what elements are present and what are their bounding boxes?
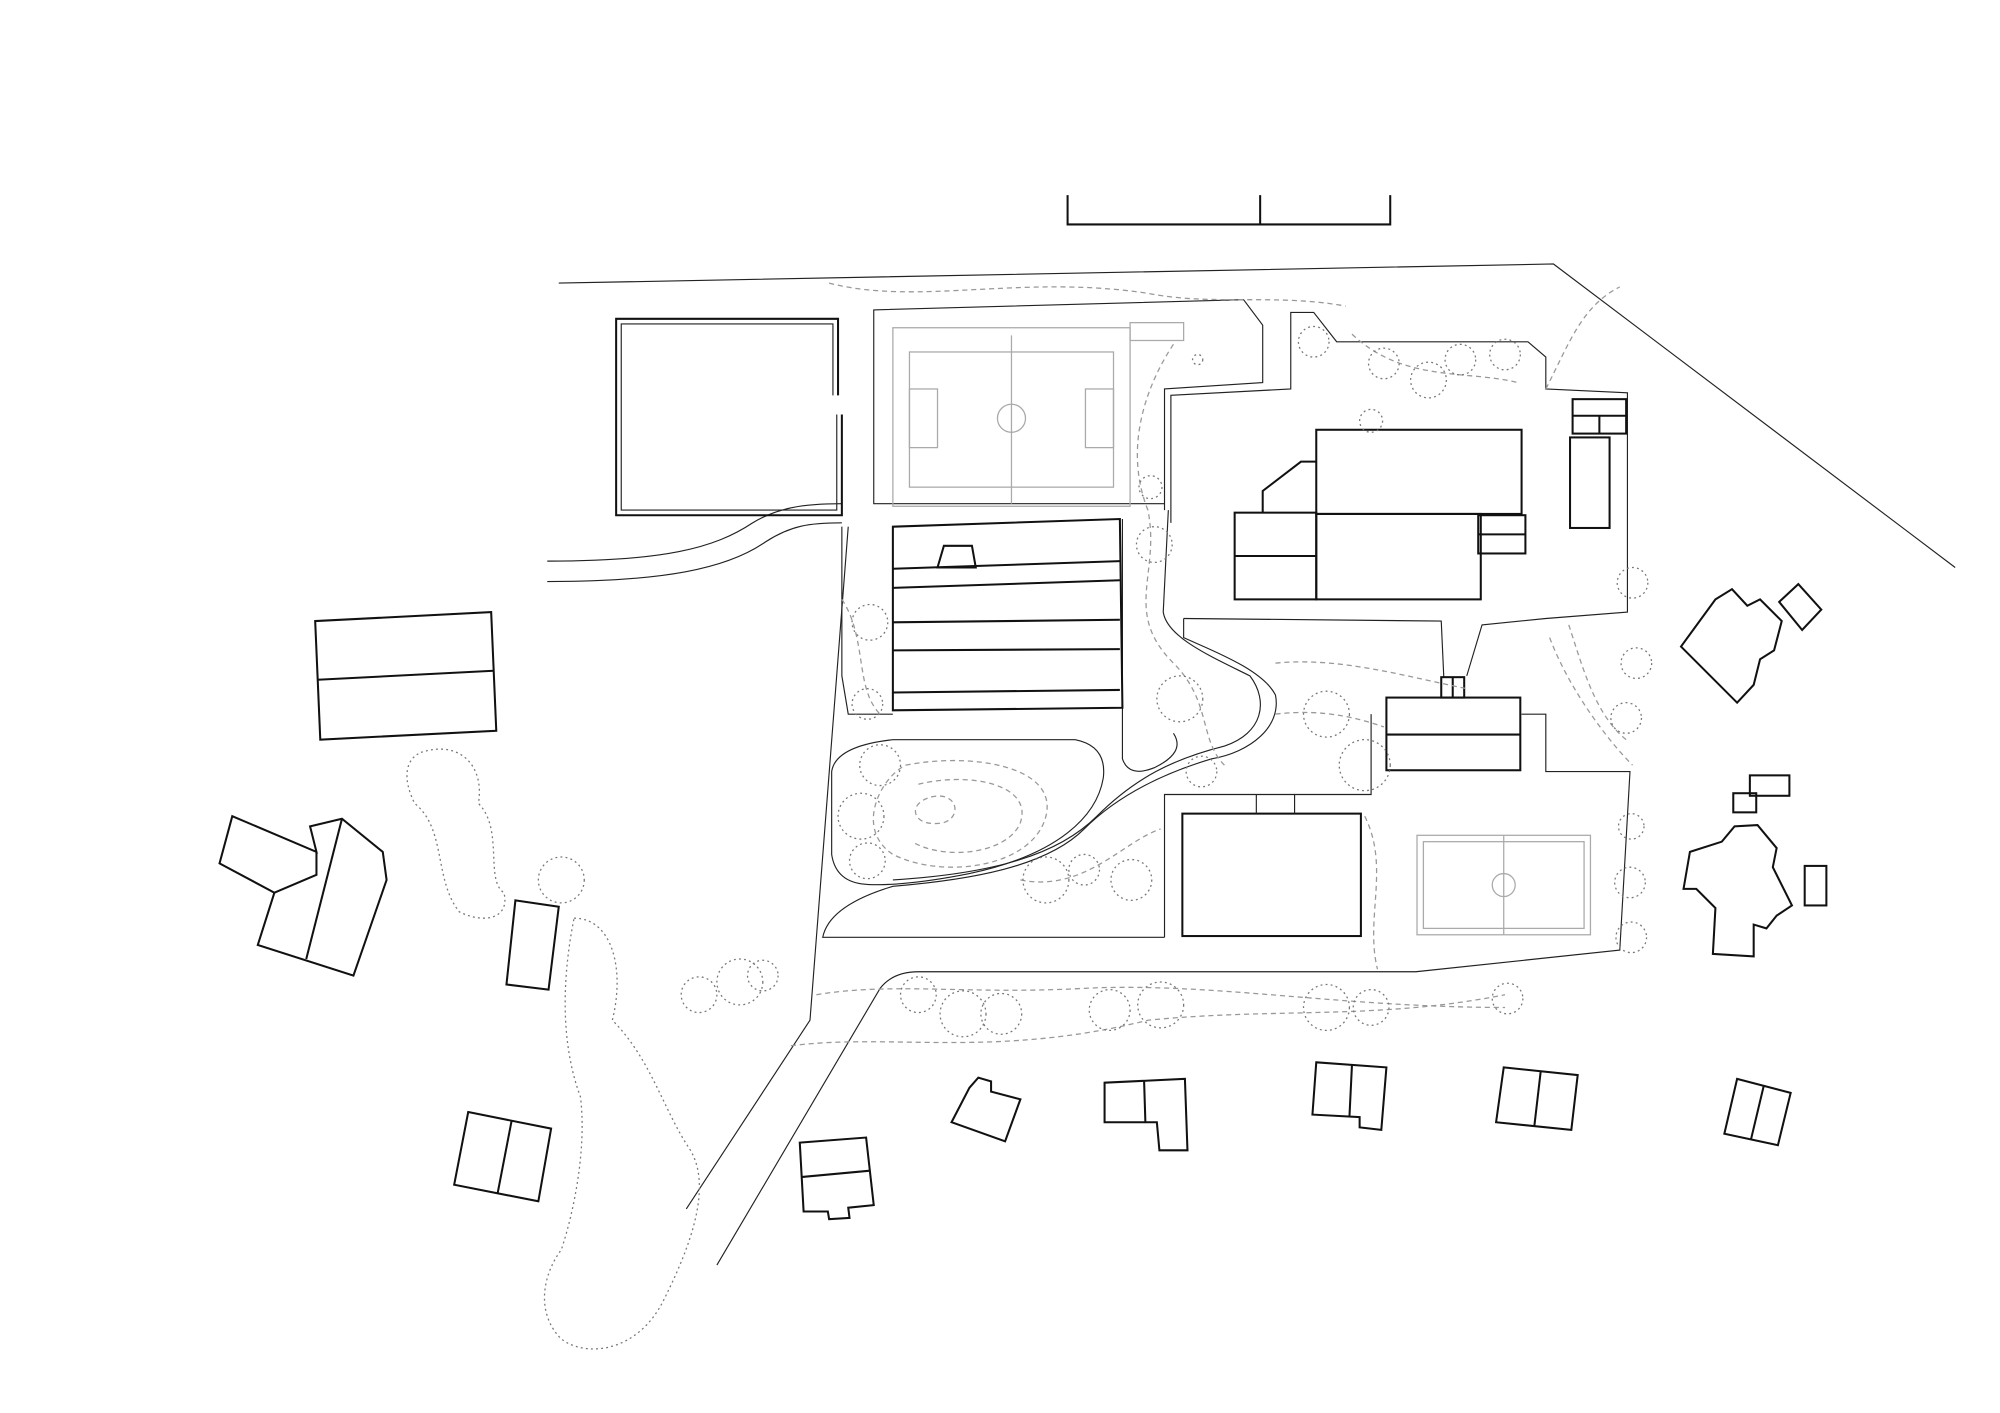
building-terraced <box>891 517 1124 712</box>
trees <box>406 325 1653 1350</box>
enclosure <box>615 317 843 517</box>
football-field <box>892 322 1185 507</box>
buildings <box>218 398 1828 1221</box>
court <box>1416 834 1592 936</box>
contour-lines <box>790 282 1633 1047</box>
boundary-roads <box>547 263 1956 1266</box>
scale-bar <box>1066 195 1392 226</box>
building-main <box>1233 428 1527 601</box>
building-gym <box>1181 812 1362 938</box>
